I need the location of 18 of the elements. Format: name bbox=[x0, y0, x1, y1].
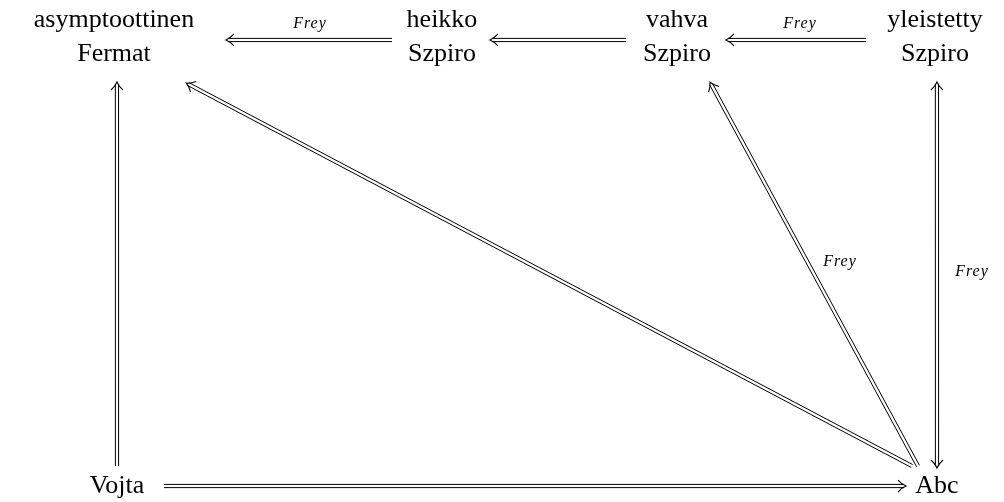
double-arrow bbox=[185, 80, 914, 468]
double-arrow bbox=[489, 33, 627, 47]
double-arrow bbox=[708, 81, 920, 468]
edge-label: Frey bbox=[783, 14, 817, 32]
edge-label: Frey bbox=[823, 252, 857, 270]
double-arrow bbox=[163, 479, 907, 493]
edge-label: Frey bbox=[955, 262, 989, 280]
node-label: Abc bbox=[915, 469, 959, 501]
node-label: yleistetty Szpiro bbox=[886, 3, 984, 69]
edge-label: Frey bbox=[293, 14, 327, 32]
double-arrow bbox=[225, 33, 393, 47]
double-arrow bbox=[110, 81, 124, 467]
node-label: heikko Szpiro bbox=[405, 3, 479, 69]
node-label: asymptoottinen Fermat bbox=[32, 3, 196, 69]
double-arrow bbox=[930, 81, 944, 469]
node-label: vahva Szpiro bbox=[642, 3, 712, 69]
double-arrow bbox=[725, 33, 867, 47]
node-label: Vojta bbox=[89, 469, 145, 501]
